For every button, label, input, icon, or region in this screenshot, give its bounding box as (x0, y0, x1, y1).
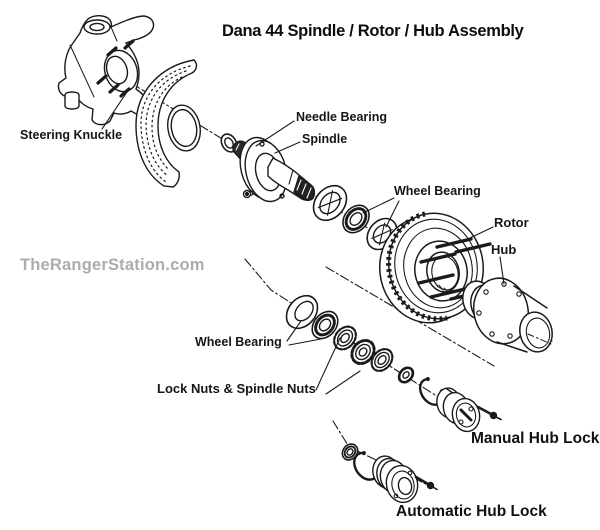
grease-seal-lower-drawing (285, 294, 319, 330)
dust-shield-drawing (135, 59, 201, 188)
wheel-bearing-upper-inner-drawing (342, 204, 370, 234)
grease-seal-upper-drawing (312, 184, 348, 222)
lock-nut-2-drawing (370, 348, 394, 372)
label-spindle: Spindle (302, 132, 348, 146)
automatic-hub-lock-drawing (372, 455, 419, 504)
diagram-title: Dana 44 Spindle / Rotor / Hub Assembly (222, 22, 524, 40)
label-needle-bearing: Needle Bearing (296, 110, 388, 124)
label-lock-nuts-spindle-nuts: Lock Nuts & Spindle Nuts (157, 381, 316, 396)
label-steering-knuckle: Steering Knuckle (20, 128, 123, 142)
hub-drawing (462, 277, 553, 353)
label-hub: Hub (491, 242, 517, 257)
manual-hub-lock-drawing (436, 387, 481, 433)
label-wheel-bearing-bottom: Wheel Bearing (195, 335, 282, 349)
wheel-bearing-lower-drawing (311, 310, 339, 340)
label-rotor: Rotor (494, 215, 529, 230)
leader-lines (101, 91, 505, 395)
label-manual-hub-lock: Manual Hub Lock (471, 430, 600, 447)
watermark: TheRangerStation.com (20, 256, 205, 274)
rotor-drawing (378, 211, 492, 324)
automatic-hub-lock-bolt-drawing (414, 475, 438, 491)
star-washer-drawing (350, 338, 376, 366)
label-wheel-bearing-top: Wheel Bearing (394, 184, 481, 198)
manual-hub-lock-bolt-drawing (476, 405, 502, 421)
hub-flange-holes (476, 281, 522, 339)
thrust-washer-auto-drawing (341, 443, 359, 461)
lock-nut-1-drawing (333, 325, 357, 351)
keyed-washer-drawing (397, 366, 415, 384)
spindle-drawing (239, 136, 316, 203)
label-automatic-hub-lock: Automatic Hub Lock (396, 503, 547, 520)
